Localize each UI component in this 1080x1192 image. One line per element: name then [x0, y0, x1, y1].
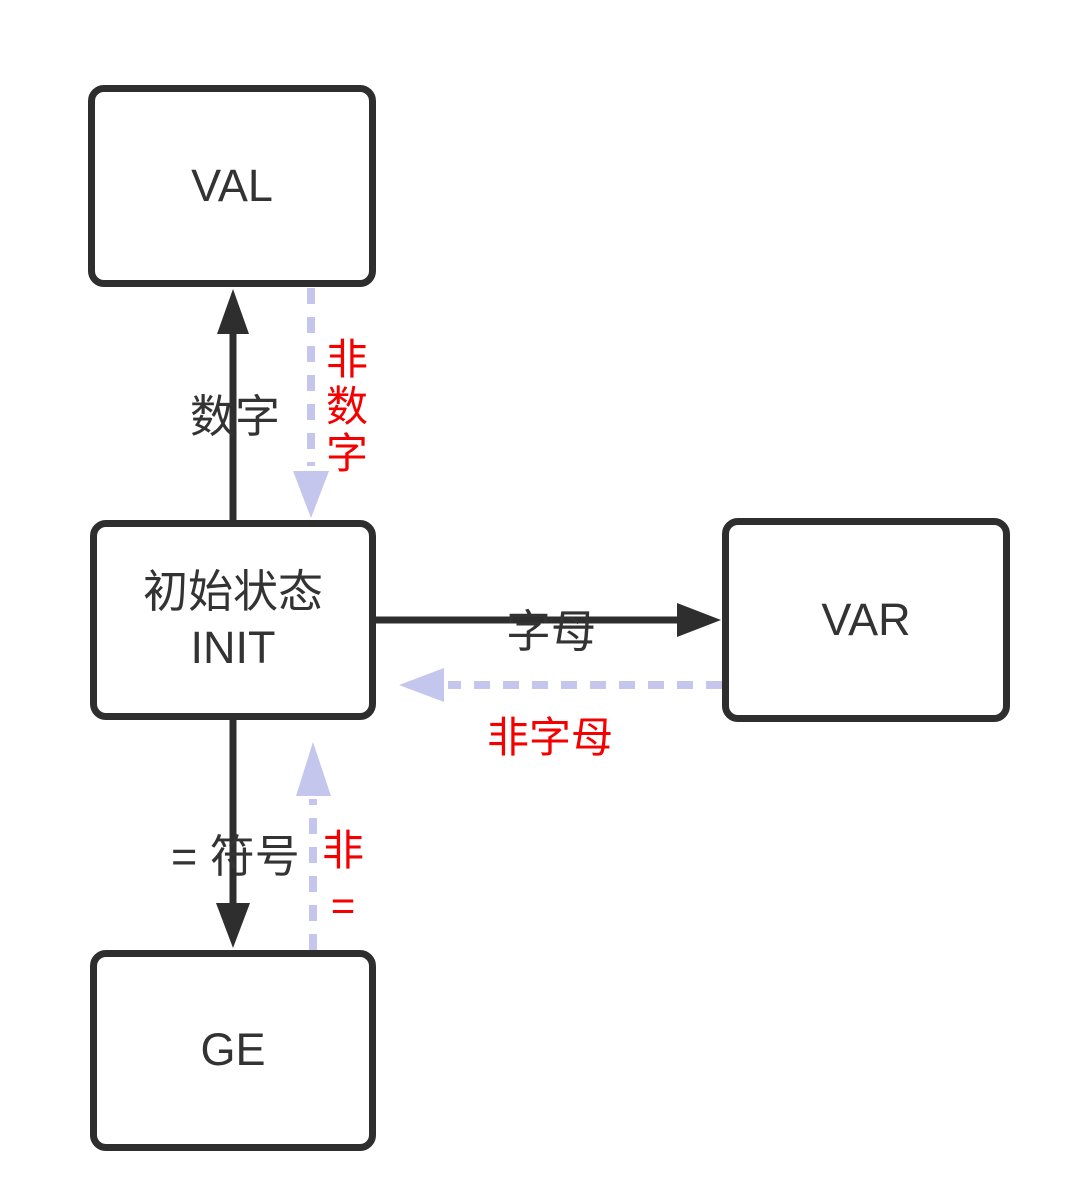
edge-label-equals-symbol: = 符号	[171, 831, 300, 882]
edge-label-digit: 数字	[190, 391, 281, 442]
node-val[interactable]: VAL	[88, 85, 376, 287]
edge-label-letter: 字母	[506, 606, 597, 657]
edge-label-non-digit: 非数字	[325, 336, 368, 478]
node-init[interactable]: 初始状态 INIT	[90, 520, 376, 720]
node-init-label: 初始状态 INIT	[142, 565, 323, 673]
edge-init-to-var-arrowhead-icon	[677, 603, 721, 637]
node-var-label: VAR	[821, 593, 911, 645]
node-ge-label: GE	[200, 1024, 266, 1076]
edge-ge-to-init-arrowhead-icon	[296, 742, 331, 796]
edge-label-non-letter: 非字母	[487, 714, 614, 761]
node-var[interactable]: VAR	[722, 518, 1010, 722]
edge-label-non-equals: 非 =	[321, 827, 364, 929]
node-val-label: VAL	[191, 159, 273, 211]
edge-var-to-init-arrowhead-icon	[399, 668, 444, 702]
edge-init-to-val-arrowhead-icon	[217, 289, 249, 334]
edge-init-to-ge-arrowhead-icon	[216, 903, 250, 948]
node-ge[interactable]: GE	[90, 950, 376, 1151]
edge-val-to-init-arrowhead-icon	[293, 471, 329, 518]
